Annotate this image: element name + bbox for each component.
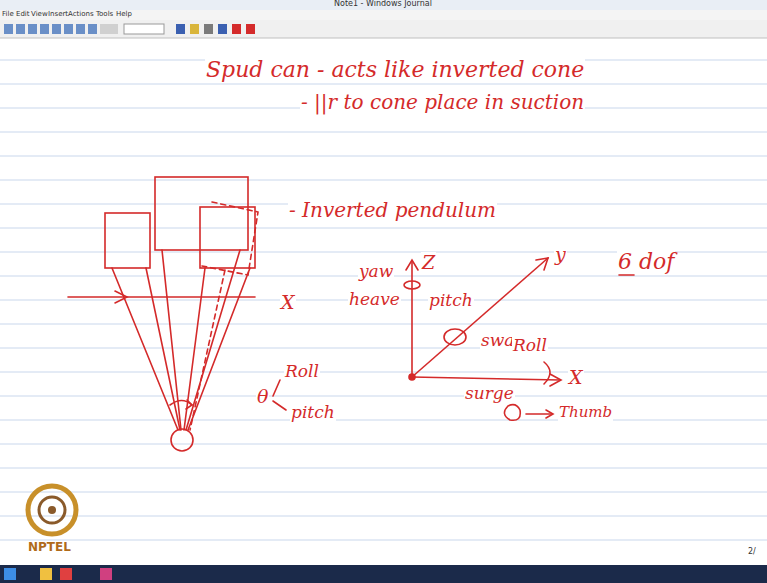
note-line: - ||r to cone place in suction <box>300 91 585 113</box>
logo-text: NPTEL <box>28 541 71 554</box>
menu-item: Insert <box>48 11 68 19</box>
motion-label: surge <box>464 384 515 403</box>
motion-label: Roll <box>284 362 320 381</box>
axis-label: y <box>554 244 567 265</box>
menu-item: Actions <box>68 11 94 19</box>
motion-label: Roll <box>512 336 548 355</box>
note-line: - Inverted pendulum <box>288 199 497 221</box>
motion-label: yaw <box>358 262 394 281</box>
note-heading: Spud can - acts like inverted cone <box>205 58 585 82</box>
axis-label: Z <box>421 252 436 273</box>
menu-item: File <box>2 11 14 19</box>
axis-label: X <box>280 292 296 313</box>
window-title: Note1 - Windows Journal <box>334 0 432 9</box>
note-label: 6 dof <box>617 250 675 274</box>
menu-item: View <box>31 11 48 19</box>
angle-symbol: θ <box>256 386 269 407</box>
axis-label: X <box>568 367 584 388</box>
motion-label: pitch <box>428 291 474 310</box>
page-number: 2/ <box>748 548 756 557</box>
nptel-logo <box>28 486 76 534</box>
menu-item: Tools <box>96 11 113 19</box>
menu-item: Edit <box>16 11 30 19</box>
note-label: Thumb <box>558 404 613 421</box>
menu-item: Help <box>116 11 132 19</box>
motion-label: pitch <box>290 403 336 422</box>
motion-label: heave <box>348 290 401 309</box>
